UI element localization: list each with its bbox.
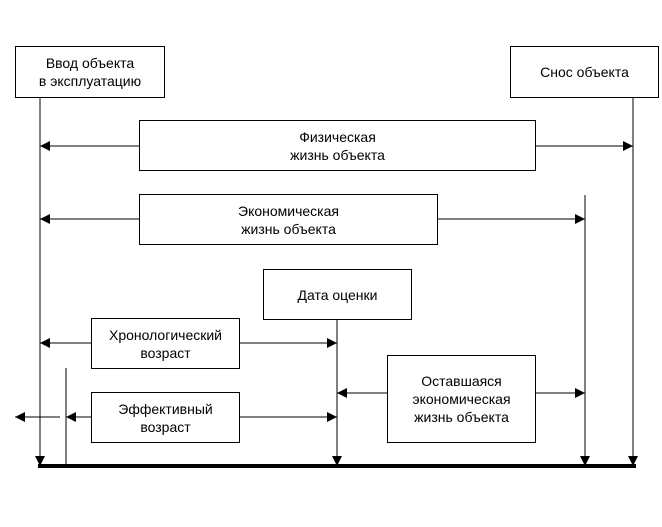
chronological-age-line1: Хронологический [108,326,222,343]
valuation-date-label: Дата оценки [297,286,378,303]
effective-age-line2: возраст [140,418,191,435]
economic-life-line1: Экономическая [238,202,339,219]
economic-life-box: Экономическая жизнь объекта [139,194,438,245]
remaining-life-line2: экономическая [412,391,511,407]
demolition-label: Снос объекта [540,64,629,80]
effective-age-line1: Эффективный [118,400,213,417]
remaining-life-line3: жизнь объекта [414,409,509,425]
commissioning-line2: в эксплуатацию [38,73,142,89]
economic-life-line2: жизнь объекта [241,220,336,237]
valuation-date-box: Дата оценки [263,269,412,320]
chronological-age-box: Хронологический возраст [91,318,240,369]
demolition-box: Снос объекта [510,46,659,98]
remaining-economic-life-box: Оставшаяся экономическая жизнь объекта [387,355,536,443]
chronological-age-line2: возраст [140,344,191,361]
physical-life-line1: Физическая [299,128,376,145]
commissioning-box: Ввод объекта в эксплуатацию [15,46,165,98]
commissioning-line1: Ввод объекта [45,55,135,71]
physical-life-box: Физическая жизнь объекта [139,120,536,171]
effective-age-box: Эффективный возраст [91,392,240,443]
physical-life-line2: жизнь объекта [290,146,385,163]
remaining-life-line1: Оставшаяся [421,373,502,389]
